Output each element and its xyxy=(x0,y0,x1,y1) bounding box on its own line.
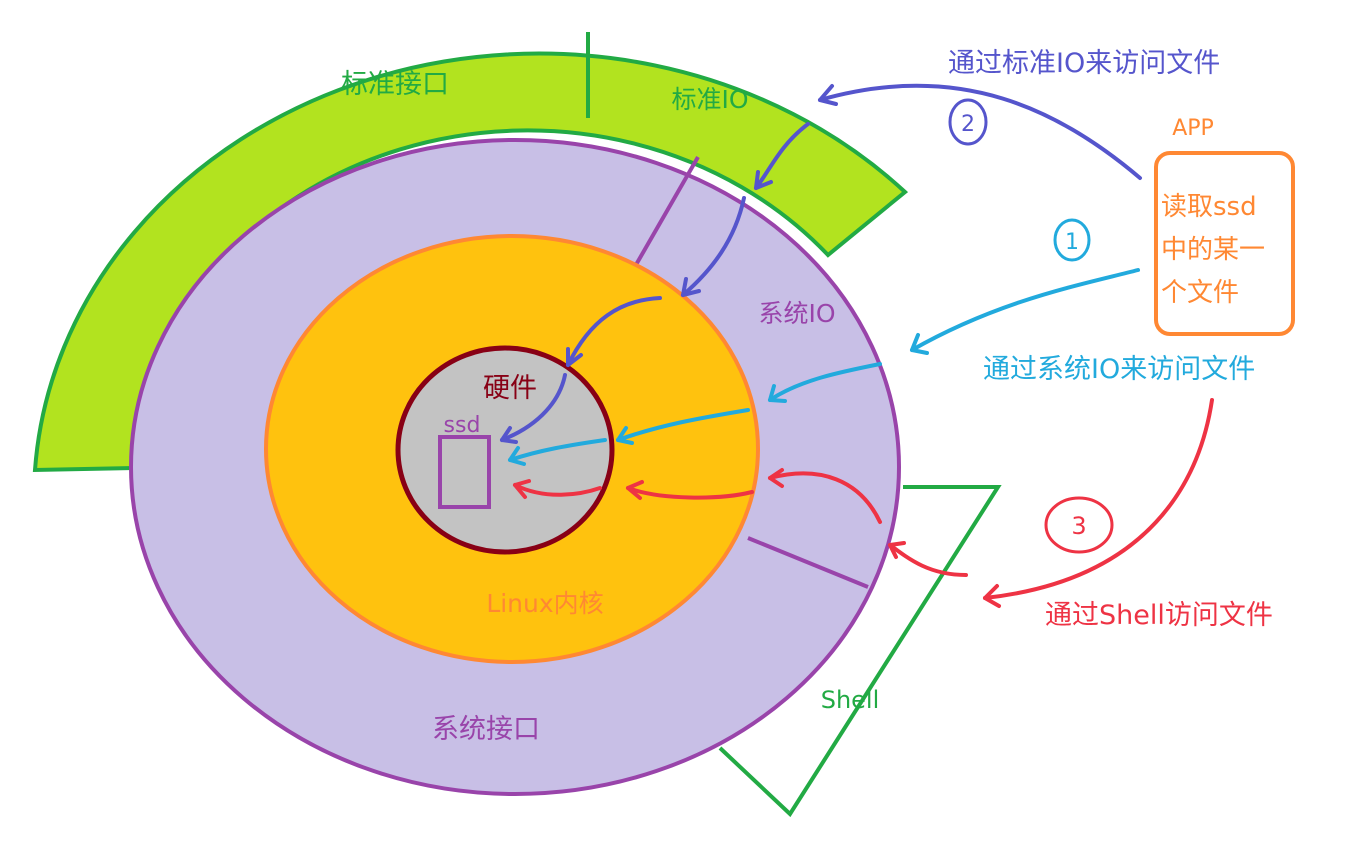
app-box xyxy=(1154,151,1295,336)
step-1-marker: 1 xyxy=(1053,218,1091,262)
svg-text:3: 3 xyxy=(1071,512,1086,540)
app-box-line-3: 个文件 xyxy=(1161,278,1239,308)
shell-path-arrows xyxy=(513,398,1214,608)
svg-text:1: 1 xyxy=(1065,230,1079,255)
system-io-divider-top xyxy=(631,156,700,271)
system-io-path-label: 通过系统IO来访问文件 xyxy=(983,354,1255,385)
system-io-divider-bottom xyxy=(747,536,869,589)
hardware-layer xyxy=(395,345,615,555)
step-2-marker: 2 xyxy=(948,98,988,146)
ssd-label: ssd xyxy=(444,413,481,438)
app-box-line-1: 读取ssd xyxy=(1161,192,1257,222)
standard-interface-label: 标准接口 xyxy=(341,69,449,100)
system-io-path-arrows xyxy=(508,268,1140,466)
shell-label: Shell xyxy=(821,686,880,714)
standard-io-label: 标准IO xyxy=(671,85,748,114)
hardware-label: 硬件 xyxy=(483,373,537,404)
standard-io-path-arrows xyxy=(500,83,1142,444)
app-title: APP xyxy=(1172,116,1214,141)
standard-io-path-label: 通过标准IO来访问文件 xyxy=(948,48,1220,79)
ssd-box xyxy=(438,435,491,509)
svg-text:2: 2 xyxy=(961,112,975,137)
kernel-label: Linux内核 xyxy=(486,589,603,618)
system-interface-label: 系统接口 xyxy=(432,714,540,745)
step-3-marker: 3 xyxy=(1044,496,1114,554)
system-io-label: 系统IO xyxy=(758,299,835,328)
shell-path-label: 通过Shell访问文件 xyxy=(1045,600,1273,631)
app-box-line-2: 中的某一 xyxy=(1161,235,1265,265)
